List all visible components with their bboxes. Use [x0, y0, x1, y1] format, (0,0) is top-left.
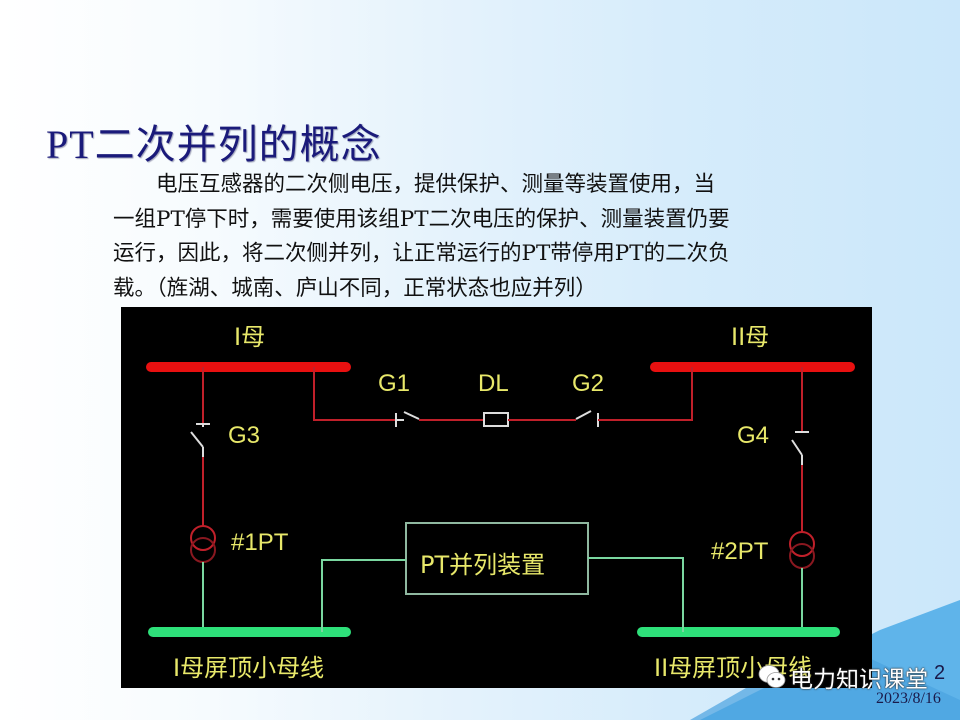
- bus-2-label: II母: [731, 323, 770, 351]
- watermark-text: 电力知识课堂: [790, 667, 928, 693]
- bus-1-label: I母: [234, 323, 266, 351]
- breaker-dl-label: DL: [478, 370, 509, 397]
- switch-g1-label: G1: [378, 370, 411, 397]
- paragraph-line-3: 运行，因此，将二次侧并列，让正常运行的PT带停用PT的二次负: [113, 241, 730, 266]
- switch-g2-label: G2: [572, 370, 605, 397]
- page-number: 2: [934, 662, 946, 684]
- pt-parallel-device-label: PT并列装置: [420, 551, 546, 579]
- small-bus-2-label: II母屏顶小母线: [654, 654, 813, 682]
- paragraph-line-2: 一组PT停下时，需要使用该组PT二次电压的保护、测量装置仍要: [113, 206, 730, 232]
- switch-g4-label: G4: [737, 422, 770, 449]
- watermark: 电力知识课堂: [758, 660, 928, 694]
- pt-parallel-diagram: I母 II母 G1 DL G2 G3 G4 #1PT #2PT PT并列装置 I…: [121, 307, 872, 688]
- paragraph-line-1: 电压互感器的二次侧电压，提供保护、测量等装置使用，当: [156, 172, 716, 197]
- switch-g3-label: G3: [228, 422, 261, 449]
- slide-title: PT二次并列的概念: [46, 122, 382, 167]
- pt1-label: #1PT: [231, 529, 289, 556]
- wechat-icon: [758, 665, 786, 688]
- pt2-label: #2PT: [711, 538, 769, 565]
- slide-paragraph: 电压互感器的二次侧电压，提供保护、测量等装置使用，当 一组PT停下时，需要使用该…: [113, 168, 873, 306]
- slide-date: 2023/8/16: [876, 690, 941, 707]
- small-bus-1-label: I母屏顶小母线: [173, 654, 325, 682]
- diagram-lines: [146, 362, 855, 637]
- paragraph-line-4: 载。（旌湖、城南、庐山不同，正常状态也应并列）: [113, 275, 597, 301]
